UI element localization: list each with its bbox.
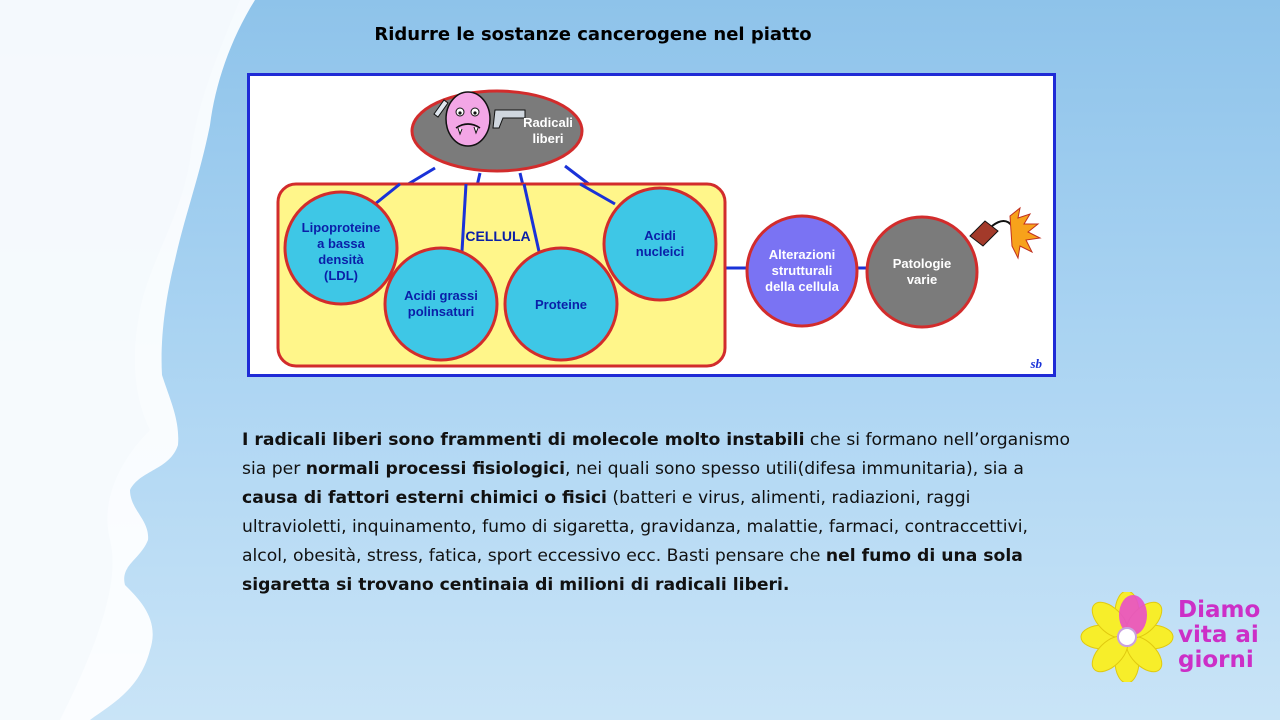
node-acidi-grassi-line2: polinsaturi bbox=[408, 304, 474, 319]
logo-text: Diamo vita ai giorni bbox=[1178, 598, 1278, 673]
paragraph-segment: nel fumo di una sola sigaretta si trovan… bbox=[242, 546, 1023, 595]
radicals-label-line2: liberi bbox=[532, 131, 563, 146]
node-acidi-grassi-line1: Acidi grassi bbox=[404, 288, 478, 303]
cell-label: CELLULA bbox=[465, 228, 530, 244]
radical-character-icon bbox=[433, 91, 526, 147]
diagram-signature: sb bbox=[1029, 356, 1042, 371]
node-ldl-line2: a bassa bbox=[317, 236, 365, 251]
paragraph-segment: (batteri e virus, alimenti, radiazioni, … bbox=[242, 488, 1028, 566]
node-proteine-label: Proteine bbox=[535, 297, 587, 312]
bomb-fuse-icon bbox=[969, 206, 1042, 260]
node-acidi-nucleici-line2: nucleici bbox=[636, 244, 684, 259]
radicals-label-line1: Radicali bbox=[523, 115, 573, 130]
node-ldl-line4: (LDL) bbox=[324, 268, 358, 283]
node-alterazioni-line2: strutturali bbox=[772, 263, 833, 278]
body-paragraph: I radicali liberi sono frammenti di mole… bbox=[242, 426, 1072, 600]
logo-line-3: giorni bbox=[1178, 647, 1254, 673]
paragraph-segment: normali processi fisiologici bbox=[305, 459, 565, 479]
logo-line-2: vita ai bbox=[1178, 622, 1259, 648]
node-acidi-nucleici-line1: Acidi bbox=[644, 228, 676, 243]
logo-flower-icon bbox=[1080, 592, 1174, 682]
paragraph-segment: che si formano nell’organismo sia per bbox=[242, 430, 1071, 479]
node-acidi-nucleici bbox=[602, 186, 718, 302]
node-alterazioni bbox=[745, 214, 859, 328]
node-alterazioni-line3: della cellula bbox=[765, 279, 839, 294]
logo-line-1: Diamo bbox=[1178, 597, 1261, 623]
node-ldl-line1: Lipoproteine bbox=[302, 220, 381, 235]
node-acidi-grassi bbox=[383, 246, 499, 362]
paragraph-segment: I radicali liberi sono frammenti di mole… bbox=[242, 430, 805, 450]
node-patologie bbox=[865, 215, 979, 329]
node-alterazioni-line1: Alterazioni bbox=[769, 247, 835, 262]
node-patologie-line1: Patologie bbox=[893, 256, 952, 271]
node-ldl bbox=[283, 190, 399, 306]
diagram-canvas: CELLULA Radicali liberi Lipoproteine a b… bbox=[276, 89, 1042, 371]
paragraph-segment: , nei quali sono spesso utili(difesa imm… bbox=[564, 459, 1024, 479]
node-proteine bbox=[503, 246, 619, 362]
paragraph-segment: causa di fattori esterni chimici o fisic… bbox=[242, 488, 607, 508]
radicals-diagram: CELLULA Radicali liberi Lipoproteine a b… bbox=[247, 73, 1056, 377]
node-ldl-line3: densità bbox=[318, 252, 364, 267]
node-patologie-line2: varie bbox=[907, 272, 937, 287]
slide-title: Ridurre le sostanze cancerogene nel piat… bbox=[374, 24, 812, 45]
